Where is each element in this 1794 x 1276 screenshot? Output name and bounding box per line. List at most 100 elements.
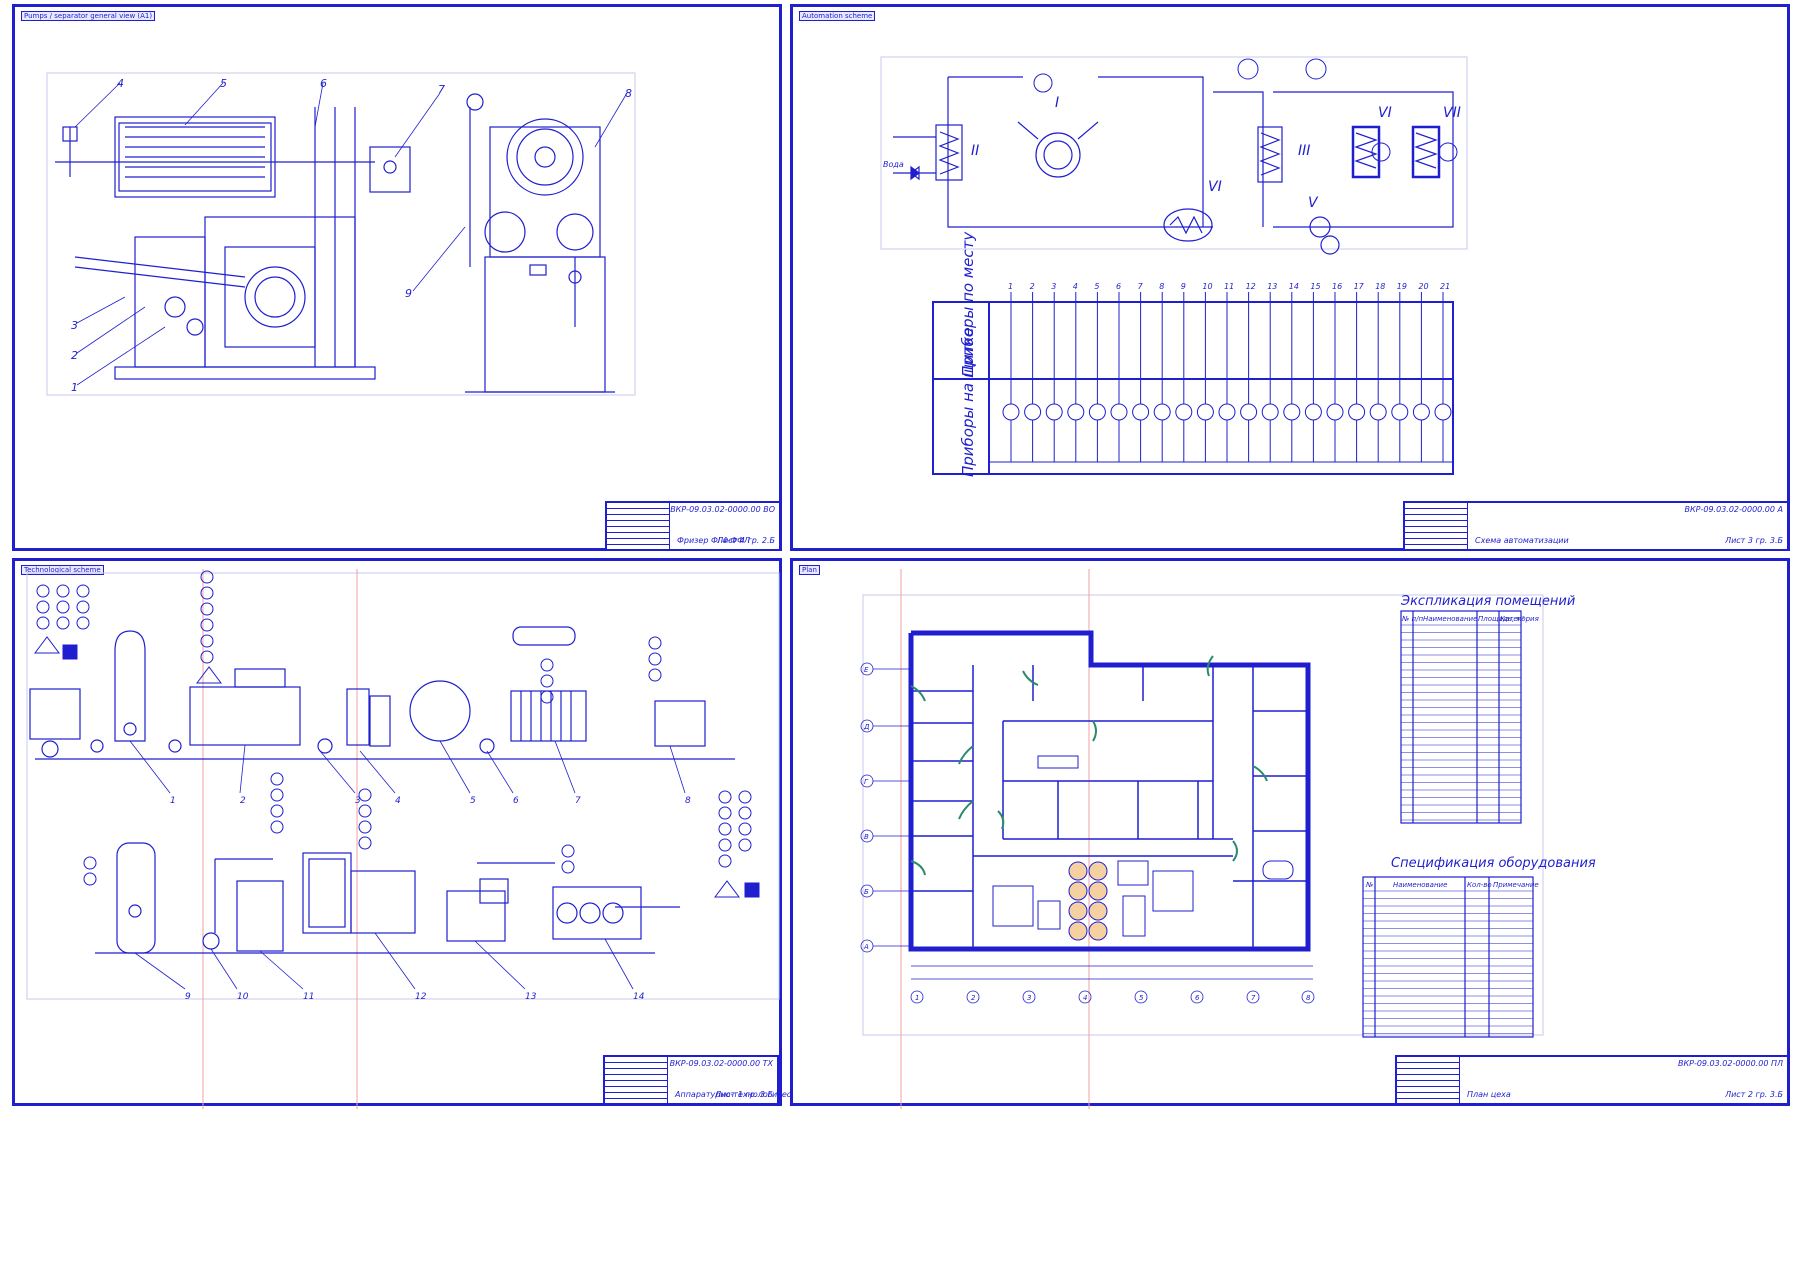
title-block: ВКР-09.03.02-0000.00 ТХ Аппаратурно-техн… [603, 1055, 833, 1105]
callout-1: 1 [170, 796, 176, 806]
callout-3: 3 [355, 796, 361, 806]
axis-number-5: 5 [1139, 994, 1144, 1002]
axis-letter-g: Г [864, 778, 869, 786]
callout-8: 8 [625, 87, 632, 100]
sheet-corner-label: Pumps / separator general view (A1) [21, 11, 156, 21]
equipment-col-qty: Кол-во [1467, 881, 1492, 889]
roman-label-III: III [1298, 143, 1310, 159]
instrument-column-number: 3 [1051, 282, 1056, 291]
sheet-corner-label: Plan [799, 565, 820, 575]
instrument-column-number: 5 [1094, 282, 1099, 291]
callout-6: 6 [513, 796, 519, 806]
instrument-bubble [1391, 403, 1409, 421]
instrument-column-number: 11 [1224, 282, 1234, 291]
roman-label-V: V [1308, 195, 1319, 211]
sheet-automation-scheme: Automation scheme [790, 4, 1790, 551]
instrument-column-number: 13 [1267, 282, 1277, 291]
axis-number-4: 4 [1083, 994, 1087, 1002]
equipment-col-name: Наименование [1393, 881, 1447, 889]
instrument-column-number: 7 [1138, 282, 1144, 291]
title-block-title: Аппаратурно-технологическая схема [675, 1090, 834, 1099]
axis-letter-d: Д [863, 723, 870, 731]
instrument-column-number: 4 [1073, 282, 1078, 291]
instrument-column-number: 18 [1375, 282, 1385, 291]
callout-11: 11 [303, 992, 314, 1002]
instrument-column-number: 9 [1181, 282, 1186, 291]
rooms-col-category: Категория [1500, 615, 1539, 623]
instrument-bubble [1045, 403, 1063, 421]
callout-2: 2 [71, 349, 78, 362]
callout-2: 2 [240, 796, 246, 806]
instrument-bubble [1326, 403, 1344, 421]
callout-1: 1 [71, 381, 78, 394]
sheet-technological-scheme: Technological scheme [12, 558, 833, 1109]
instrument-column-number: 14 [1289, 282, 1299, 291]
instrument-bubble [1348, 403, 1366, 421]
instrument-column-number: 17 [1354, 282, 1365, 291]
instrument-bubble [1175, 403, 1193, 421]
axis-letter-e: Е [864, 666, 869, 674]
roman-label-I: I [1055, 95, 1059, 111]
callout-10: 10 [237, 992, 249, 1002]
instrument-bubble [1304, 403, 1322, 421]
callout-7: 7 [575, 796, 581, 806]
sheet-floor-plan: Plan [790, 558, 1790, 1109]
instrument-bubble [1240, 403, 1258, 421]
sheet-equipment-drawing: Pumps / separator general view (A1) [12, 4, 782, 551]
title-block-code: ВКР-09.03.02-0000.00 ВО [670, 505, 775, 514]
automation-diagram: I II III V VI VI VII Вода Приборы по мес… [880, 56, 1468, 477]
sheet-corner-label: Technological scheme [21, 565, 104, 575]
water-label: Вода [883, 160, 904, 169]
callout-13: 13 [525, 992, 537, 1002]
instrument-bubble [1261, 403, 1279, 421]
rooms-table-title: Экспликация помещений [1400, 594, 1575, 609]
callout-9: 9 [405, 287, 412, 300]
axis-number-6: 6 [1195, 994, 1200, 1002]
equipment-col-note: Примечание [1493, 881, 1539, 889]
instrument-bubble [1434, 403, 1452, 421]
axis-number-1: 1 [915, 994, 919, 1002]
callout-4: 4 [395, 796, 401, 806]
equipment-drawing: 4 5 6 7 8 9 3 2 1 [46, 72, 636, 396]
callout-14: 14 [633, 992, 645, 1002]
title-block-group: Лист 3 гр. 3.Б [1725, 536, 1783, 545]
callout-5: 5 [470, 796, 476, 806]
callout-5: 5 [220, 77, 227, 90]
instrument-column-number: 8 [1159, 282, 1164, 291]
title-block: ВКР-09.03.02-0000.00 ВО Фризер ФГ4-ФФЛ Л… [605, 501, 781, 551]
callout-8: 8 [685, 796, 691, 806]
instrument-bubble [1196, 403, 1214, 421]
instrument-column-number: 16 [1332, 282, 1342, 291]
title-block-title: План цеха [1467, 1090, 1511, 1099]
callout-3: 3 [71, 319, 78, 332]
instrument-column-number: 6 [1116, 282, 1121, 291]
title-block-group: Лист 1 гр. 3.Б [715, 1090, 773, 1099]
title-block-code: ВКР-09.03.02-0000.00 ТХ [669, 1059, 773, 1068]
title-block-title: Фризер ФГ4-ФФЛ [677, 536, 751, 545]
instrument-bubble [1110, 403, 1128, 421]
axis-number-3: 3 [1027, 994, 1031, 1002]
roman-label-VI-b: VI [1208, 179, 1222, 195]
title-block: ВКР-09.03.02-0000.00 А Схема автоматизац… [1403, 501, 1789, 551]
title-block-code: ВКР-09.03.02-0000.00 ПЛ [1677, 1059, 1783, 1068]
instrument-bubble [1132, 403, 1150, 421]
instrument-column-number: 21 [1440, 282, 1450, 291]
callout-6: 6 [320, 77, 327, 90]
axis-number-2: 2 [971, 994, 976, 1002]
instrument-bubble [1283, 403, 1301, 421]
instrument-bubble [1412, 403, 1430, 421]
callout-4: 4 [117, 77, 124, 90]
instrument-bubble [1369, 403, 1387, 421]
instrument-bubble [1088, 403, 1106, 421]
instrument-bubble [1153, 403, 1171, 421]
instrument-column-number: 2 [1030, 282, 1035, 291]
instrument-bubble [1024, 403, 1042, 421]
row-label-panel: Приборы на щитке [959, 327, 977, 477]
title-block: ВКР-09.03.02-0000.00 ПЛ План цеха Лист 2… [1395, 1055, 1789, 1105]
instrument-bubble [1218, 403, 1236, 421]
instrument-bubble [1002, 403, 1020, 421]
instrument-column-number: 19 [1397, 282, 1407, 291]
callout-7: 7 [438, 83, 445, 96]
axis-number-8: 8 [1306, 994, 1311, 1002]
sheet-corner-label: Automation scheme [799, 11, 876, 21]
